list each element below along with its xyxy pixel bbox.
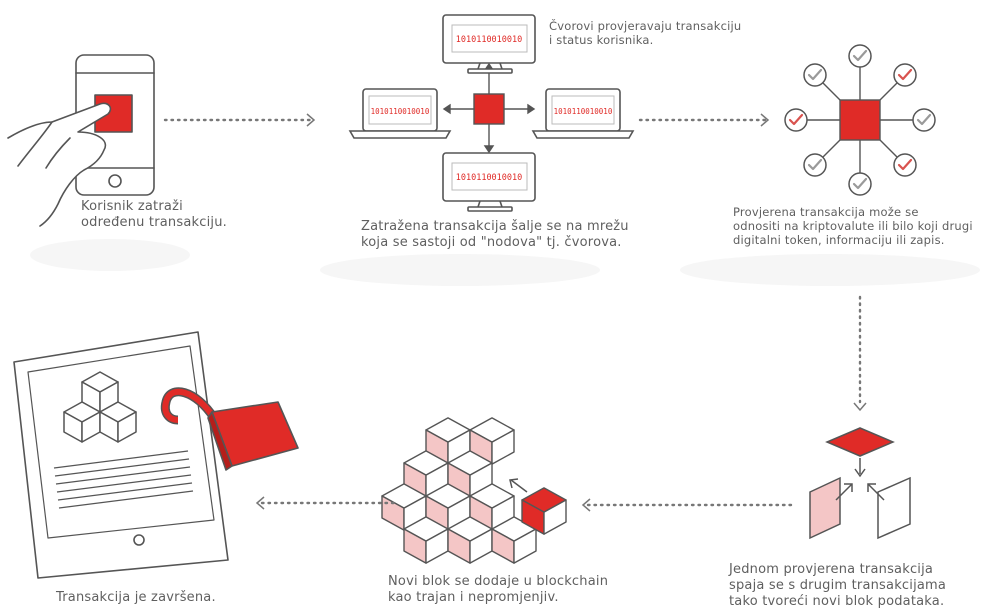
- step-added-caption: Novi blok se dodaje u blockchain kao tra…: [388, 574, 609, 605]
- smartphone-hand-icon: [7, 54, 155, 227]
- laptop-icon: [531, 88, 635, 139]
- transaction-panel-right: [877, 476, 911, 540]
- validated-transaction-icon: [839, 99, 881, 141]
- cube-icon: [63, 371, 137, 443]
- step-complete-caption: Transakcija je završena.: [56, 590, 216, 605]
- flow-arrow-4: [581, 498, 797, 512]
- step-network-caption: Zatražena transakcija šalje se na mrežu …: [361, 219, 629, 250]
- binary-text-bottom: 1010110010010: [456, 173, 523, 183]
- tablet-icon: [13, 331, 229, 579]
- transaction-panel-left: [809, 476, 841, 540]
- open-padlock-icon: [160, 387, 299, 471]
- desktop-computer-icon: [442, 14, 536, 74]
- chain-cube-6: [425, 483, 471, 531]
- caption-shadows: [30, 239, 980, 286]
- desktop-computer-icon: [442, 152, 536, 212]
- flow-arrow-5: [255, 496, 397, 510]
- network-nodes-group: 1010110010010 1010110010010 101011001001…: [348, 14, 635, 212]
- step-combined-caption: Jednom provjerena transakcija spaja se s…: [729, 562, 947, 609]
- new-block-cube: [521, 487, 567, 535]
- laptop-icon: [348, 88, 452, 139]
- transaction-block-icon: [473, 93, 505, 125]
- validation-hub-group: [784, 44, 936, 196]
- chain-cube-8: [403, 516, 449, 564]
- flow-arrow-3: [853, 295, 867, 412]
- chain-cube-3: [403, 450, 449, 498]
- chain-cube-1: [425, 417, 471, 465]
- chain-cube-2: [469, 417, 515, 465]
- step-validated-caption: Provjerena transakcija može se odnositi …: [733, 205, 973, 247]
- blockchain-cubes-group: [381, 417, 567, 564]
- new-block-arrow: [509, 478, 528, 493]
- block-diamond-icon: [825, 427, 895, 457]
- binary-text-right: 1010110010010: [554, 107, 613, 116]
- binary-text-top: 1010110010010: [456, 35, 523, 45]
- flow-arrow-1: [163, 113, 316, 127]
- flow-arrow-2: [638, 113, 770, 127]
- binary-text-left: 1010110010010: [371, 107, 430, 116]
- nodes-caption: Čvorovi provjeravaju transakciju i statu…: [549, 19, 742, 47]
- step-request-caption: Korisnik zatraži određenu transakciju.: [81, 199, 227, 230]
- combine-transactions-group: [809, 427, 911, 540]
